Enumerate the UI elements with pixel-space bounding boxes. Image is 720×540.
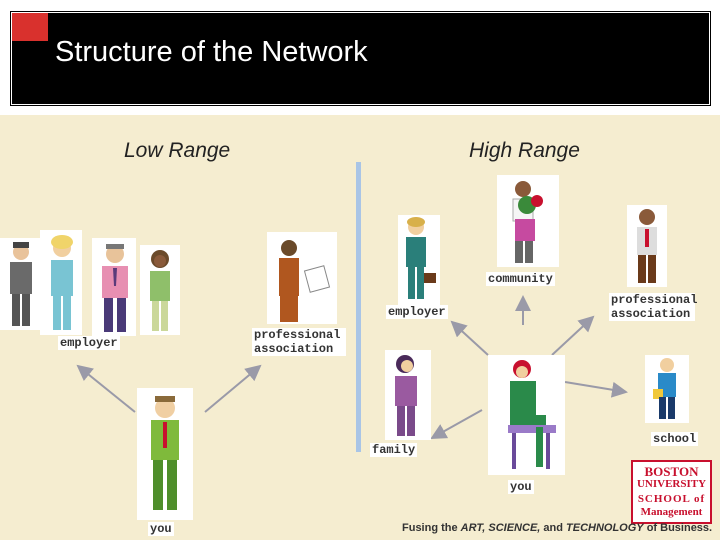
woman-figure [51,235,73,330]
arrow-to-family [430,409,483,439]
logo-line-2: UNIVERSITY [636,478,707,490]
footer-tagline: Fusing the ART, SCIENCE, and TECHNOLOGY … [402,522,712,534]
person-card [140,245,180,335]
arrow-to-association-left [204,364,262,413]
low-range-heading: Low Range [124,139,231,162]
footer-art-science: ART, SCIENCE, [460,522,541,534]
you-man-figure [151,396,179,510]
person-card [137,388,193,520]
person-card [385,350,431,440]
you-woman-figure [508,360,556,469]
presenter-woman-figure [279,240,331,322]
slide-title: Structure of the Network [55,36,368,68]
community-label: community [486,272,555,286]
you-label-left: you [148,522,174,536]
footer-technology: TECHNOLOGY [566,522,644,534]
association-label-right: professional association [609,293,698,321]
accent-square [12,13,48,41]
logo-line-4: Management [640,506,703,518]
arrow-to-employer-right [450,320,489,356]
person-card [488,355,565,475]
school-label: school [651,432,699,446]
woman-figure [150,250,170,331]
family-woman-figure [395,355,417,436]
person-card [267,232,337,324]
arrow-to-school [564,381,628,398]
range-divider [356,162,361,452]
person-card [627,205,667,287]
student-figure [653,358,676,419]
person-card [645,355,689,423]
association-label-left: professional association [252,328,346,356]
high-range-heading: High Range [469,139,580,162]
footer-prefix: Fusing the [402,522,461,534]
employer-label-left: employer [58,336,120,350]
logo-line-3: SCHOOL of [637,493,706,505]
community-man-figure [512,181,543,263]
person-card [497,175,559,267]
title-box [11,12,710,105]
person-card [40,230,82,335]
boston-university-logo: BOSTON UNIVERSITY SCHOOL of Management [631,460,712,524]
footer-suffix: of Business. [643,522,713,534]
arrow-to-employer-left [76,364,136,413]
family-label: family [370,443,418,457]
you-label-right: you [508,480,534,494]
footer-mid: and [540,522,567,534]
employer-label-right: employer [386,305,448,319]
person-card [92,238,136,336]
logo-line-1: BOSTON [644,464,699,479]
businesswoman-figure [406,217,436,299]
association-man-figure [637,209,657,283]
arrow-to-association-right [551,315,595,356]
person-card [0,238,40,330]
man-figure [102,244,128,332]
person-card [398,215,440,305]
businessman-figure [10,242,32,326]
